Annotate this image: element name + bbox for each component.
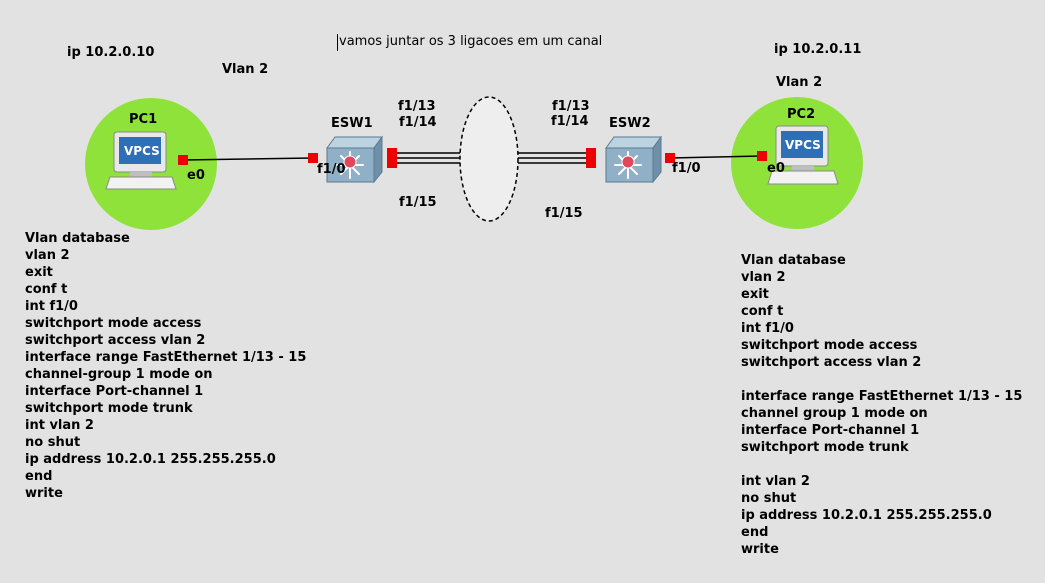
config-line: switchport mode access — [741, 338, 918, 353]
config-line: ip address 10.2.0.1 255.255.255.0 — [25, 452, 276, 467]
config-line: int f1/0 — [741, 321, 794, 336]
config-line: conf t — [25, 282, 68, 297]
config-line: channel group 1 mode on — [741, 406, 928, 421]
pc1-e0-endpoint[interactable] — [178, 155, 188, 165]
link-pc1-esw1[interactable] — [182, 157, 314, 161]
esw1-channel-endpoint[interactable] — [387, 148, 397, 168]
esw2-switch-icon[interactable] — [605, 135, 662, 184]
config-line: Vlan database — [741, 253, 846, 268]
pc2-screen-text: VPCS — [785, 138, 821, 152]
config-line — [741, 456, 1022, 473]
config-line: channel-group 1 mode on — [25, 367, 213, 382]
config-line: exit — [25, 265, 53, 280]
pc2-e0-endpoint[interactable] — [757, 151, 767, 161]
esw1-f1-15-label: f1/15 — [399, 195, 437, 210]
pc1-computer-icon[interactable] — [105, 131, 177, 190]
config-line: interface range FastEthernet 1/13 - 15 — [25, 350, 307, 365]
config-line: interface Port-channel 1 — [25, 384, 204, 399]
annotation-text[interactable]: vamos juntar os 3 ligacoes em um canal — [339, 34, 603, 49]
config-line: write — [25, 486, 63, 501]
text-cursor — [337, 34, 338, 51]
config-line: Vlan database — [25, 231, 130, 246]
config-line: no shut — [25, 435, 81, 450]
config-left[interactable]: Vlan database vlan 2 exit conf t int f1/… — [25, 230, 306, 502]
config-line — [741, 371, 1022, 388]
pc2-name-label[interactable]: PC2 — [787, 107, 816, 122]
esw2-name-label[interactable]: ESW2 — [609, 116, 651, 131]
pc2-vlan-label[interactable]: Vlan 2 — [776, 75, 823, 90]
config-line: write — [741, 542, 779, 557]
config-line: exit — [741, 287, 769, 302]
esw1-f1-13-label: f1/13 — [398, 99, 436, 114]
config-line: interface Port-channel 1 — [741, 423, 920, 438]
config-line: switchport mode access — [25, 316, 202, 331]
config-line: no shut — [741, 491, 797, 506]
config-line: conf t — [741, 304, 784, 319]
config-line: switchport mode trunk — [741, 440, 909, 455]
pc1-screen-text: VPCS — [124, 144, 160, 158]
esw1-f1-0-endpoint[interactable] — [308, 153, 318, 163]
esw2-f1-0-endpoint[interactable] — [665, 153, 675, 163]
pc1-vlan-label[interactable]: Vlan 2 — [222, 62, 269, 77]
config-line: end — [741, 525, 769, 540]
pc2-computer-icon[interactable] — [767, 125, 839, 185]
pc1-port-label: e0 — [187, 168, 205, 183]
pc2-ip-label[interactable]: ip 10.2.0.11 — [774, 42, 862, 57]
pc2-port-label: e0 — [767, 161, 785, 176]
pc1-name-label[interactable]: PC1 — [129, 112, 158, 127]
config-line: switchport access vlan 2 — [25, 333, 206, 348]
config-line: int f1/0 — [25, 299, 78, 314]
esw1-switch-icon[interactable] — [326, 135, 383, 184]
etherchannel-ellipse[interactable] — [459, 96, 519, 222]
esw2-f1-15-label: f1/15 — [545, 206, 583, 221]
config-line: int vlan 2 — [25, 418, 94, 433]
config-line: vlan 2 — [25, 248, 70, 263]
config-line: int vlan 2 — [741, 474, 810, 489]
config-line: switchport mode trunk — [25, 401, 193, 416]
config-line: ip address 10.2.0.1 255.255.255.0 — [741, 508, 992, 523]
config-right[interactable]: Vlan database vlan 2 exit conf t int f1/… — [741, 252, 1022, 558]
esw2-channel-endpoint[interactable] — [586, 148, 596, 168]
link-esw2-pc2[interactable] — [669, 155, 763, 159]
config-line: switchport access vlan 2 — [741, 355, 922, 370]
esw1-f1-14-label: f1/14 — [399, 115, 437, 130]
esw1-name-label[interactable]: ESW1 — [331, 116, 373, 131]
config-line: end — [25, 469, 53, 484]
esw2-f1-0-label: f1/0 — [672, 161, 701, 176]
config-line: interface range FastEthernet 1/13 - 15 — [741, 389, 1023, 404]
pc1-ip-label[interactable]: ip 10.2.0.10 — [67, 45, 155, 60]
config-line: vlan 2 — [741, 270, 786, 285]
esw1-f1-0-label: f1/0 — [317, 162, 346, 177]
esw2-f1-14-label: f1/14 — [551, 114, 589, 129]
esw2-f1-13-label: f1/13 — [552, 99, 590, 114]
